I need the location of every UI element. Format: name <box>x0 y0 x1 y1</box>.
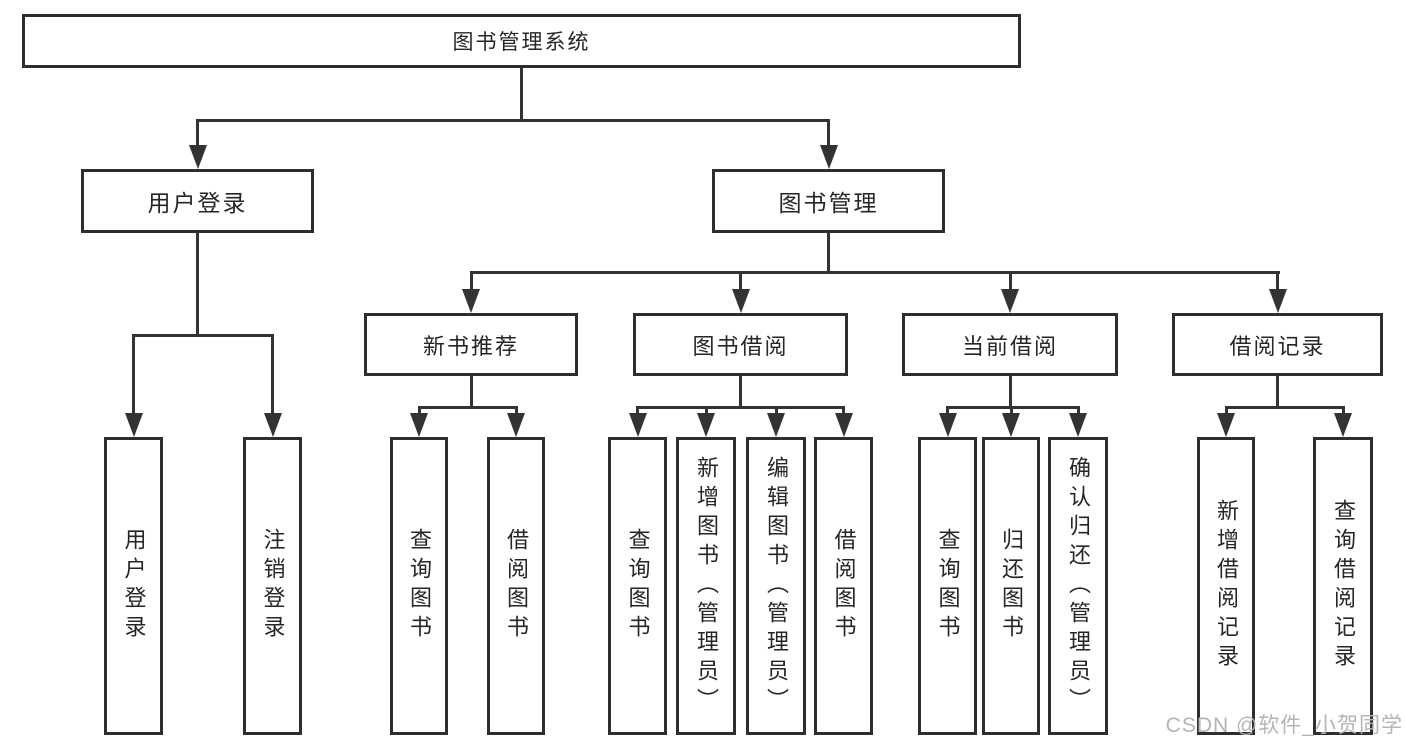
node-v-edit-book-admin: 编辑图书（管理员） <box>746 437 806 735</box>
arrowhead-down-icon <box>767 413 785 437</box>
node-label: 用户登录 <box>121 528 147 644</box>
arrowhead-down-icon <box>1334 413 1352 437</box>
connector-line <box>1009 376 1012 407</box>
arrowhead-down-icon <box>1001 289 1019 313</box>
node-label: 借阅图书 <box>831 528 857 644</box>
node-label: 用户登录 <box>147 190 248 216</box>
node-label: 归还图书 <box>999 528 1024 644</box>
arrowhead-down-icon <box>189 145 207 169</box>
arrowhead-down-icon <box>1069 413 1087 437</box>
node-borrow-records: 借阅记录 <box>1172 313 1383 376</box>
node-new-book-rec: 新书推荐 <box>364 313 578 376</box>
node-v-query-book-borrow: 查询图书 <box>608 437 667 735</box>
node-root: 图书管理系统 <box>22 14 1021 68</box>
node-v-user-login: 用户登录 <box>104 437 163 735</box>
connector-line <box>1009 272 1012 303</box>
connector-line <box>636 405 845 409</box>
connector-line <box>196 233 199 335</box>
arrowhead-down-icon <box>939 413 957 437</box>
node-label: 借阅记录 <box>1229 333 1326 359</box>
arrowhead-down-icon <box>462 289 480 313</box>
arrowhead-down-icon <box>410 413 428 437</box>
connector-line <box>418 405 518 409</box>
node-v-add-book-admin: 新增图书（管理员） <box>676 437 736 735</box>
node-book-mgmt: 图书管理 <box>712 169 945 233</box>
node-v-borrow-book-rec: 借阅图书 <box>487 437 545 735</box>
connector-line <box>470 376 473 407</box>
node-current-borrow: 当前借阅 <box>902 313 1118 376</box>
node-book-borrow: 图书借阅 <box>633 313 848 376</box>
arrowhead-down-icon <box>1002 413 1020 437</box>
node-v-logout-login: 注销登录 <box>243 437 302 735</box>
node-label: 新增图书（管理员） <box>694 455 719 717</box>
connector-line <box>132 333 274 337</box>
connector-line <box>520 68 523 120</box>
connector-line <box>470 272 473 303</box>
connector-line <box>827 120 830 159</box>
node-v-add-borrow-record: 新增借阅记录 <box>1197 437 1255 735</box>
node-v-borrow-book-borrow: 借阅图书 <box>814 437 873 735</box>
connector-line <box>132 335 135 427</box>
node-label: 注销登录 <box>260 528 286 644</box>
arrowhead-down-icon <box>264 413 282 437</box>
node-label: 新增借阅记录 <box>1214 499 1239 673</box>
arrowhead-down-icon <box>732 289 750 313</box>
node-v-confirm-return: 确认归还（管理员） <box>1048 437 1108 735</box>
arrowhead-down-icon <box>125 413 143 437</box>
node-label: 查询图书 <box>935 528 961 644</box>
node-label: 借阅图书 <box>504 528 529 644</box>
node-label: 编辑图书（管理员） <box>764 455 789 717</box>
connector-line <box>739 376 742 407</box>
node-v-query-borrow-record: 查询借阅记录 <box>1313 437 1373 735</box>
arrowhead-down-icon <box>835 413 853 437</box>
connector-line <box>1276 376 1279 407</box>
node-label: 图书管理系统 <box>452 31 591 54</box>
node-v-query-book-rec: 查询图书 <box>390 437 448 735</box>
node-v-query-book-current: 查询图书 <box>918 437 977 735</box>
connector-line <box>196 120 199 159</box>
connector-line <box>271 335 274 427</box>
connector-line <box>196 118 830 122</box>
arrowhead-down-icon <box>1269 289 1287 313</box>
connector-line <box>1276 272 1279 303</box>
node-label: 图书管理 <box>778 190 879 216</box>
csdn-watermark: CSDN @软件_小贺同学 <box>1165 714 1403 737</box>
node-label: 确认归还（管理员） <box>1066 455 1091 717</box>
node-user-login: 用户登录 <box>81 169 314 233</box>
connector-line <box>946 405 1080 409</box>
connector-line <box>470 270 1280 274</box>
node-label: 当前借阅 <box>961 333 1058 359</box>
arrowhead-down-icon <box>507 413 525 437</box>
arrowhead-down-icon <box>629 413 647 437</box>
connector-line <box>827 233 830 272</box>
node-label: 查询借阅记录 <box>1331 499 1356 673</box>
connector-line <box>1225 405 1345 409</box>
node-label: 新书推荐 <box>422 333 519 359</box>
node-v-return-book: 归还图书 <box>982 437 1040 735</box>
node-label: 查询图书 <box>407 528 432 644</box>
node-label: 查询图书 <box>625 528 651 644</box>
arrowhead-down-icon <box>820 145 838 169</box>
node-label: 图书借阅 <box>692 333 789 359</box>
connector-line <box>739 272 742 303</box>
arrowhead-down-icon <box>1217 413 1235 437</box>
arrowhead-down-icon <box>697 413 715 437</box>
